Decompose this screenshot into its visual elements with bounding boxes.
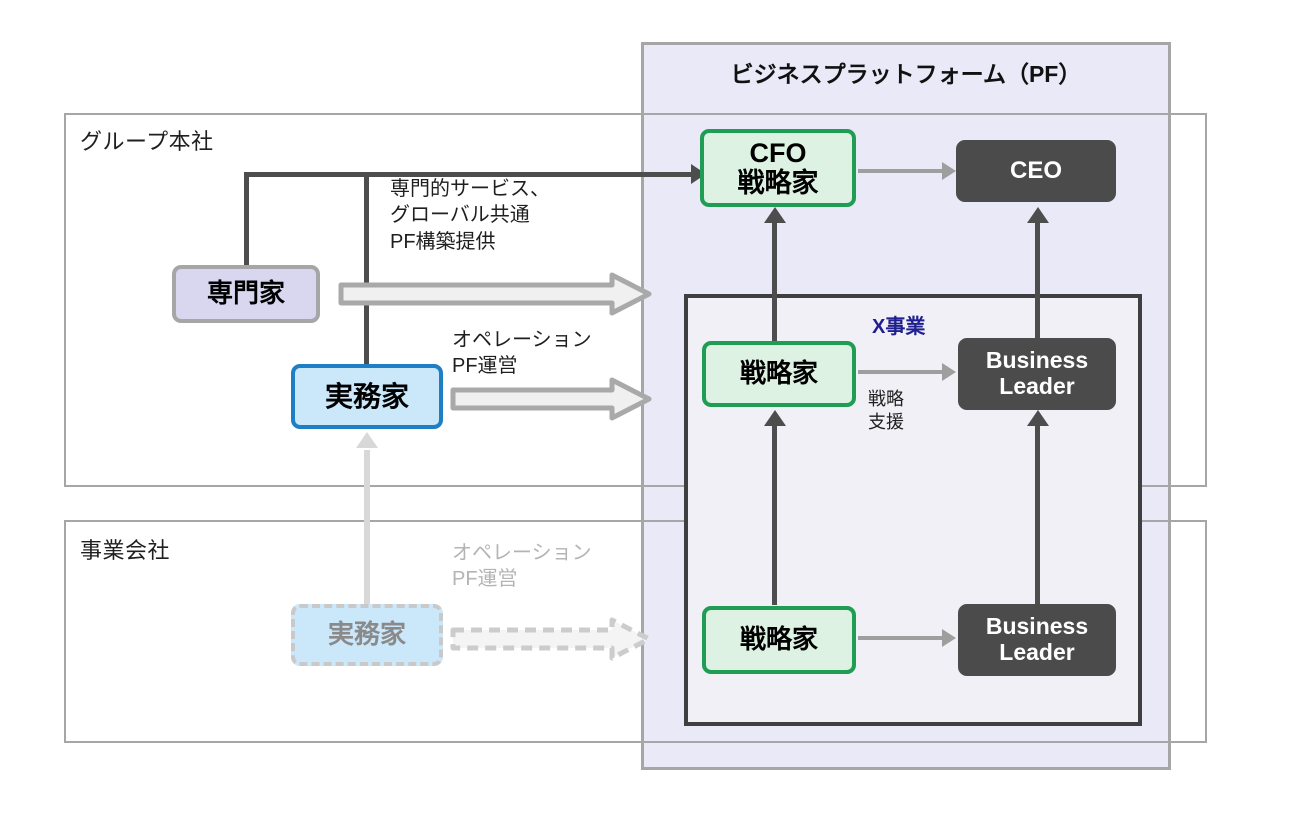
arrowhead-cfo-to-ceo (942, 162, 956, 180)
node-strategist-lower[interactable]: 戦略家 (702, 606, 856, 674)
connector-top-horizontal (244, 172, 699, 177)
node-specialist[interactable]: 専門家 (172, 265, 320, 323)
operating-company-label: 事業会社 (80, 538, 171, 563)
connector-specialist-up (244, 174, 249, 269)
edge-label-professional-service: 専門的サービス、 グローバル共通 PF構築提供 (390, 178, 550, 253)
pf-panel-title: ビジネスプラットフォーム（PF） (730, 61, 1082, 87)
arrow-strategist-to-cfo-shaft (772, 222, 777, 342)
node-cfo-strategist[interactable]: CFO 戦略家 (700, 129, 856, 207)
arrowhead-bl-to-ceo (1027, 207, 1049, 223)
block-arrow-operations-pf-ghost (450, 617, 652, 661)
arrow-cfo-to-ceo-shaft (858, 169, 944, 173)
arrow-lower-bl-shaft (1035, 425, 1040, 605)
node-business-leader-x[interactable]: Business Leader (958, 338, 1116, 410)
arrowhead-strategist-to-cfo (764, 207, 786, 223)
group-hq-label: グループ本社 (80, 129, 214, 154)
arrowhead-lower-bl (1027, 410, 1049, 426)
arrowhead-lower-strategist (764, 410, 786, 426)
arrow-strategist-to-bl-shaft (858, 370, 944, 374)
arrow-lower-strategist-shaft (772, 425, 777, 605)
block-arrow-operations-pf (450, 377, 652, 421)
arrow-bl-to-ceo-shaft (1035, 222, 1040, 342)
arrowhead-lower-strategist-to-bl (942, 629, 956, 647)
node-practitioner-hq[interactable]: 実務家 (291, 364, 443, 429)
node-business-leader-lower[interactable]: Business Leader (958, 604, 1116, 676)
node-practitioner-opco[interactable]: 実務家 (291, 604, 443, 666)
group-hq-frame (64, 113, 1207, 487)
arrowhead-strategist-to-bl (942, 363, 956, 381)
connector-opco-to-hq (364, 450, 370, 613)
operating-company-frame (64, 520, 1207, 743)
connector-down-to-practitioner (364, 172, 369, 364)
arrowhead-opco-to-hq (356, 432, 378, 448)
edge-label-strategy-support: 戦略 支援 (868, 389, 904, 433)
x-business-label: X事業 (872, 316, 926, 338)
edge-label-operations-pf-opco: オペレーション PF運営 (452, 542, 592, 591)
node-ceo[interactable]: CEO (956, 140, 1116, 202)
edge-label-operations-pf-hq: オペレーション PF運営 (452, 329, 592, 378)
node-strategist-x[interactable]: 戦略家 (702, 341, 856, 407)
arrow-lower-strategist-to-bl-shaft (858, 636, 944, 640)
block-arrow-professional-service (338, 272, 652, 316)
